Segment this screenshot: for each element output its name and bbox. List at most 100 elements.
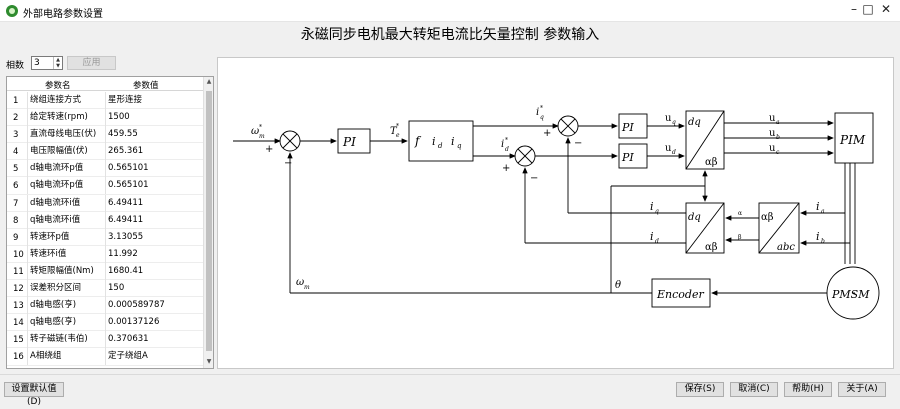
svg-text:i: i [451, 135, 455, 148]
clarke-block [758, 202, 800, 254]
row-number: 14 [13, 318, 24, 329]
svg-text:m: m [259, 133, 265, 140]
param-value[interactable]: 1680.41 [105, 262, 205, 280]
maximize-button[interactable]: □ [862, 2, 874, 16]
table-scrollbar[interactable]: ▲ ▼ [203, 77, 213, 368]
about-button[interactable]: 关于(A) [838, 382, 886, 397]
svg-text:u: u [769, 143, 776, 154]
svg-text:ω: ω [296, 277, 304, 288]
svg-text:ω: ω [251, 126, 259, 137]
column-header-value: 参数值 [133, 81, 159, 91]
param-name: d轴电感(亨) [27, 297, 103, 315]
param-value[interactable]: 6.49411 [105, 211, 205, 229]
param-value[interactable]: 定子绕组A [105, 348, 205, 366]
svg-text:*: * [259, 124, 262, 131]
park-dq: dq [688, 212, 701, 223]
table-header: 参数名 参数值 [7, 77, 205, 91]
param-name: 转矩限幅值(Nm) [27, 262, 103, 280]
save-button[interactable]: 保存(S) [676, 382, 724, 397]
param-value[interactable]: 1500 [105, 109, 205, 127]
param-name: 转速环p值 [27, 228, 103, 246]
close-button[interactable]: ✕ [880, 2, 892, 16]
param-value[interactable]: 150 [105, 280, 205, 298]
param-value[interactable]: 0.565101 [105, 160, 205, 178]
param-value[interactable]: 265.361 [105, 143, 205, 161]
scroll-down-icon[interactable]: ▼ [206, 358, 212, 365]
param-value[interactable]: 0.565101 [105, 177, 205, 195]
park-block [685, 202, 725, 254]
page-title: 永磁同步电机最大转矩电流比矢量控制 参数输入 [300, 27, 600, 43]
inverse-park-dq: dq [688, 117, 701, 128]
param-value[interactable]: 6.49411 [105, 194, 205, 212]
param-name: 转子磁链(韦伯) [27, 331, 103, 349]
svg-text:−: − [530, 173, 538, 184]
scrollbar-thumb[interactable] [206, 91, 212, 351]
block-diagram: PI PI PI f id iq dq αβ dq αβ αβ abc PIM … [233, 105, 880, 320]
row-number: 2 [13, 113, 19, 124]
svg-text:+: + [502, 163, 510, 174]
theta-label: θ [615, 280, 621, 291]
clarke-ab: αβ [761, 212, 774, 223]
spin-arrows-icon[interactable]: ▲▼ [53, 57, 62, 69]
param-value[interactable]: 星形连接 [105, 92, 205, 109]
svg-text:i: i [536, 107, 539, 118]
param-value[interactable]: 0.00137126 [105, 314, 205, 332]
svg-text:c: c [776, 149, 780, 156]
param-value[interactable]: 0.000589787 [105, 297, 205, 315]
help-button[interactable]: 帮助(H) [784, 382, 832, 397]
scroll-up-icon[interactable]: ▲ [206, 78, 212, 85]
clarke-abc: abc [777, 242, 795, 253]
pi-label-id: PI [621, 151, 634, 164]
param-value[interactable]: 0.370631 [105, 331, 205, 349]
svg-text:q: q [540, 114, 544, 121]
inverse-park-block [685, 110, 725, 170]
svg-text:q: q [655, 208, 659, 215]
phase-count-spinbox[interactable]: 3 ▲▼ [31, 56, 63, 70]
param-value[interactable]: 459.55 [105, 126, 205, 144]
svg-text:q: q [672, 119, 676, 126]
phase-count-value[interactable]: 3 [34, 58, 40, 68]
set-default-button[interactable]: 设置默认值(D) [4, 382, 64, 407]
cancel-button[interactable]: 取消(C) [730, 382, 778, 397]
param-value[interactable]: 3.13055 [105, 228, 205, 246]
svg-text:i: i [650, 230, 654, 243]
svg-text:−: − [284, 158, 292, 169]
svg-text:d: d [505, 146, 509, 153]
park-ab: αβ [705, 242, 718, 253]
minimize-button[interactable]: – [851, 2, 857, 16]
row-number: 9 [13, 232, 19, 243]
inverse-park-ab: αβ [705, 157, 718, 168]
row-number: 11 [13, 266, 24, 277]
svg-text:u: u [665, 143, 672, 154]
svg-text:u: u [769, 113, 776, 124]
row-number: 7 [13, 198, 19, 209]
column-header-name: 参数名 [45, 81, 71, 91]
svg-text:d: d [672, 149, 676, 156]
svg-text:d: d [438, 142, 443, 150]
row-number: 8 [13, 215, 19, 226]
svg-text:i: i [650, 200, 654, 213]
param-value[interactable]: 11.992 [105, 245, 205, 263]
param-name: A相绕组 [27, 348, 103, 366]
row-number: 1 [13, 96, 19, 106]
apply-button[interactable]: 应用 [67, 56, 116, 70]
pi-label-speed: PI [342, 135, 356, 149]
